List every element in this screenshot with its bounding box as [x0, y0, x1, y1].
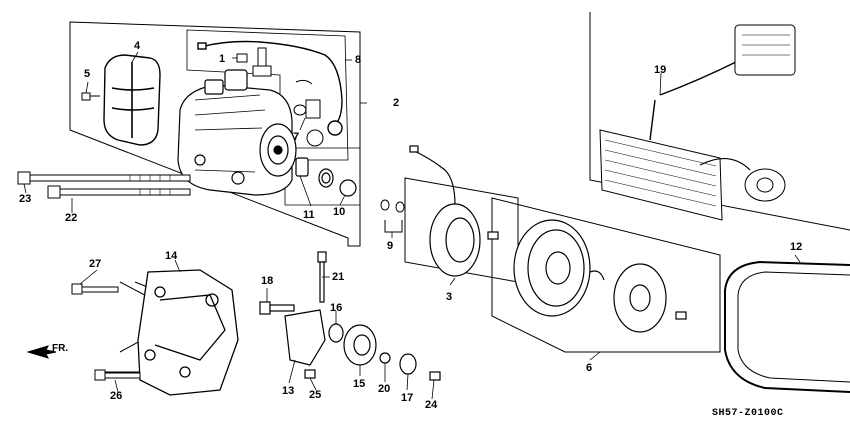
callout-19: 19: [654, 64, 667, 76]
callout-15: 15: [353, 378, 366, 390]
compressor-assembly-outline: [69, 21, 361, 247]
callout-22: 22: [65, 212, 78, 224]
callout-11: 11: [303, 209, 315, 221]
clutch-coil-icon: [409, 145, 499, 277]
mount-bracket-icon: [137, 269, 239, 396]
front-arrow-icon: [26, 345, 57, 359]
compressor-icon: [177, 69, 297, 196]
callout-12: 12: [790, 241, 803, 253]
drive-belt-icon: [724, 260, 850, 393]
idler-pulley-icon: [328, 323, 441, 381]
callout-10: 10: [333, 206, 346, 218]
callout-1: 1: [219, 53, 226, 65]
callout-4: 4: [134, 40, 141, 52]
callout-23: 23: [19, 193, 32, 205]
callout-18: 18: [261, 275, 274, 287]
front-direction-label: FR.: [52, 343, 69, 354]
cover-plate-icon: [103, 54, 161, 146]
callout-3: 3: [446, 291, 453, 303]
callout-14: 14: [165, 250, 178, 262]
callout-2: 2: [393, 97, 400, 109]
callout-5: 5: [84, 68, 91, 80]
callout-25: 25: [309, 389, 322, 401]
condenser-inset-box: [589, 12, 850, 231]
seal-parts-icon: [295, 157, 357, 197]
callout-26: 26: [110, 390, 123, 402]
clutch-group-box: [491, 197, 721, 353]
callout-24: 24: [425, 399, 438, 411]
callout-7: 7: [293, 131, 300, 143]
diagram-code: SH57-Z0100C: [712, 408, 784, 419]
callout-8: 8: [355, 54, 362, 66]
bracket-bolts-icon: [71, 283, 141, 381]
harness-icon: [197, 40, 343, 136]
long-bolt-icon: [17, 171, 191, 199]
bolt-5-icon: [81, 92, 100, 101]
shim-icon: [380, 199, 405, 233]
callout-9: 9: [387, 240, 394, 252]
condenser-icon: [599, 24, 796, 221]
callout-leaders: [23, 51, 801, 400]
callout-6: 6: [586, 362, 593, 374]
callout-17: 17: [401, 392, 414, 404]
callout-16: 16: [330, 302, 343, 314]
switch-parts-icon: [236, 47, 324, 147]
idler-bracket-icon: [259, 251, 327, 379]
callout-13: 13: [282, 385, 295, 397]
callout-27: 27: [89, 258, 102, 270]
callout-21: 21: [332, 271, 345, 283]
pulley-icon: [513, 219, 687, 333]
callout-20: 20: [378, 383, 391, 395]
